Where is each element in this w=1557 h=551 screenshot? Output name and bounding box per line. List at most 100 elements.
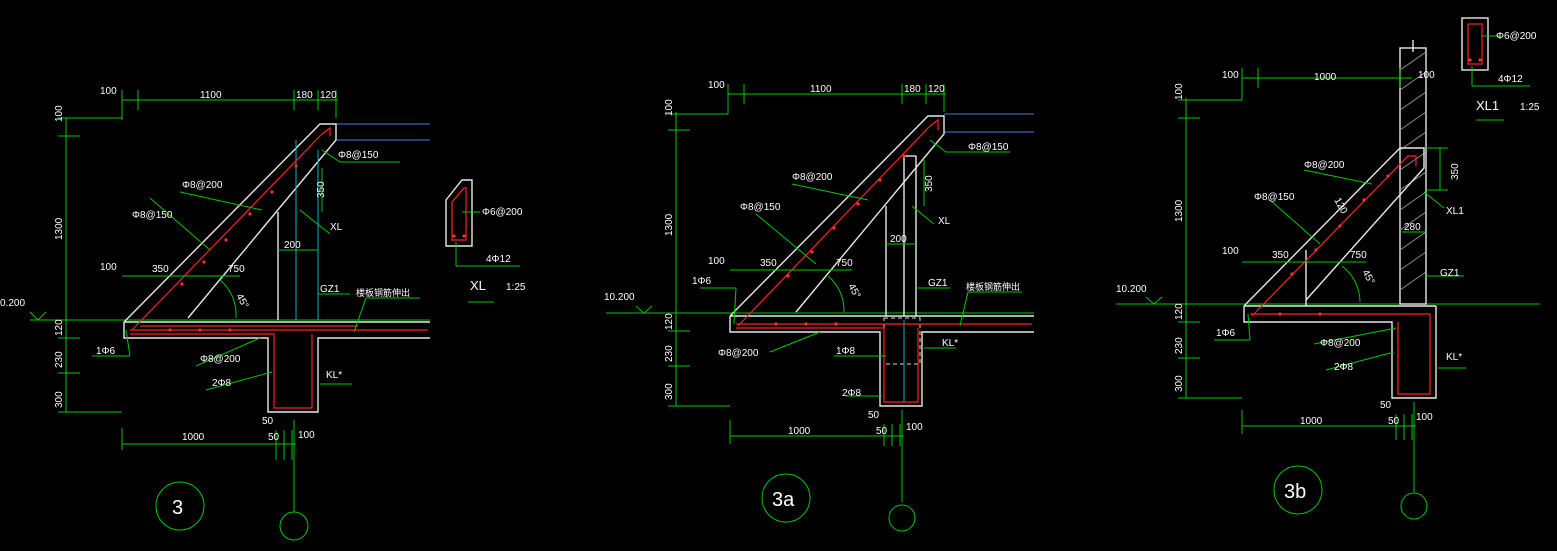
rebar-stringer bbox=[131, 126, 331, 331]
dim-text: 1000 bbox=[1300, 416, 1323, 427]
detail-bubble bbox=[1273, 465, 1323, 515]
beam-hidden-outline bbox=[883, 317, 921, 365]
dim-text: 750 bbox=[228, 264, 245, 275]
rebar-stringer bbox=[1251, 155, 1417, 317]
member-label: XL bbox=[330, 222, 343, 233]
dim-text: 1100 bbox=[810, 84, 832, 95]
angle-arc bbox=[1341, 265, 1361, 303]
rebar-label: Φ8@200 bbox=[718, 348, 759, 359]
dim-text: 300 bbox=[1174, 375, 1185, 392]
beam-slab-outline bbox=[1243, 306, 1437, 399]
rebar-label: Φ8@150 bbox=[338, 150, 379, 161]
rebar-label: 2Φ8 bbox=[212, 378, 232, 389]
rebar-label: Φ8@200 bbox=[200, 354, 241, 365]
rebar-label: 2Φ8 bbox=[842, 388, 862, 399]
section-xl1: Φ6@200 4Φ12 XL1 1:25 bbox=[1461, 17, 1540, 121]
dim-text: 1300 bbox=[1174, 199, 1185, 222]
dim-text: 100 bbox=[664, 99, 675, 116]
dim-text: 350 bbox=[316, 181, 327, 198]
dim-text: 1000 bbox=[182, 432, 205, 443]
dim-text: 180 bbox=[296, 90, 313, 101]
beam-slab-outline bbox=[123, 322, 430, 413]
leader bbox=[1269, 199, 1321, 245]
dim-text: 100 bbox=[1418, 70, 1435, 81]
rebar-label: Φ8@150 bbox=[1254, 192, 1295, 203]
detail-3: 100 1100 180 120 100 1300 120 230 300 10… bbox=[0, 86, 430, 541]
stair-stringer-outline bbox=[123, 123, 337, 323]
section-title: XL1 bbox=[1476, 98, 1499, 113]
dim-text: 1000 bbox=[788, 426, 811, 437]
rebar-label: Φ8@150 bbox=[132, 210, 173, 221]
rebar-label: Φ8@150 bbox=[968, 142, 1009, 153]
dim-text: 300 bbox=[54, 391, 65, 408]
member-label: KL* bbox=[1446, 352, 1462, 363]
angle-arc bbox=[827, 275, 845, 313]
dim-text: 230 bbox=[1174, 337, 1185, 354]
rebar-label: Φ8@200 bbox=[1304, 160, 1345, 171]
dim-text: 1300 bbox=[54, 217, 65, 240]
dim-text: 120 bbox=[664, 313, 675, 330]
dim-text: 100 bbox=[298, 430, 315, 441]
leader bbox=[205, 371, 273, 391]
dim-text: 100 bbox=[708, 256, 725, 267]
dim-text: 50 bbox=[868, 410, 880, 421]
angle-arc bbox=[219, 279, 237, 319]
dim-text: 100 bbox=[100, 86, 117, 97]
dim-text: 50 bbox=[1388, 416, 1400, 427]
dim-text: 100 bbox=[906, 422, 923, 433]
leader bbox=[149, 197, 211, 251]
beam-slab-outline bbox=[729, 316, 1034, 407]
elevation-text: 0.200 bbox=[0, 298, 25, 309]
dim-text: 100 bbox=[100, 262, 117, 273]
section-outline bbox=[1461, 17, 1489, 71]
dim-text: 120 bbox=[320, 90, 337, 101]
elevation-marker bbox=[635, 305, 653, 314]
section-outline bbox=[445, 179, 473, 247]
leader bbox=[299, 209, 331, 235]
dim-text: 100 bbox=[1416, 412, 1433, 423]
dim-text: 50 bbox=[876, 426, 888, 437]
rebar-label: Φ6@200 bbox=[482, 207, 523, 218]
dim-text: 750 bbox=[1350, 250, 1367, 261]
rebar-label: Φ8@200 bbox=[182, 180, 223, 191]
dim-text: 120 bbox=[1331, 196, 1349, 216]
leader bbox=[1247, 313, 1251, 341]
leader bbox=[791, 183, 869, 201]
rebar-label: 1Φ6 bbox=[1216, 328, 1236, 339]
note-text: 楼板钢筋伸出 bbox=[356, 287, 410, 298]
leader bbox=[353, 297, 367, 333]
leader bbox=[1325, 351, 1395, 371]
angle-text: 45° bbox=[1359, 268, 1376, 287]
member-label: XL bbox=[938, 216, 951, 227]
dim-text: 300 bbox=[664, 383, 675, 400]
rebar-label: 1Φ6 bbox=[692, 276, 712, 287]
dim-text: 350 bbox=[924, 175, 935, 192]
rebar-label: 4Φ12 bbox=[486, 254, 511, 265]
leader bbox=[125, 329, 131, 357]
rebar-stringer bbox=[737, 118, 939, 327]
leader bbox=[755, 213, 817, 265]
rebar-label: 1Φ8 bbox=[836, 346, 856, 357]
leader bbox=[733, 287, 737, 325]
dim-text: 230 bbox=[664, 345, 675, 362]
dim-text: 350 bbox=[1272, 250, 1289, 261]
detail-3b: 100 1000 100 100 1300 120 230 300 1000 5… bbox=[1116, 40, 1540, 520]
dim-text: 100 bbox=[1222, 246, 1239, 257]
section-scale: 1:25 bbox=[506, 282, 526, 293]
section-scale: 1:25 bbox=[1520, 102, 1540, 113]
section-title: XL bbox=[470, 278, 486, 293]
dim-text: 100 bbox=[54, 105, 65, 122]
axis-bubble bbox=[1400, 492, 1428, 520]
stair-stringer-outline bbox=[729, 115, 945, 317]
dim-text: 180 bbox=[904, 84, 921, 95]
member-label: KL* bbox=[326, 370, 342, 381]
member-label: GZ1 bbox=[320, 284, 340, 295]
member-label: GZ1 bbox=[1440, 268, 1460, 279]
elevation-text: 10.200 bbox=[1116, 284, 1147, 295]
dim-text: 350 bbox=[1450, 163, 1461, 180]
dim-text: 50 bbox=[268, 432, 280, 443]
leader bbox=[179, 191, 263, 211]
member-label: XL1 bbox=[1446, 206, 1464, 217]
dim-text: 200 bbox=[890, 234, 907, 245]
